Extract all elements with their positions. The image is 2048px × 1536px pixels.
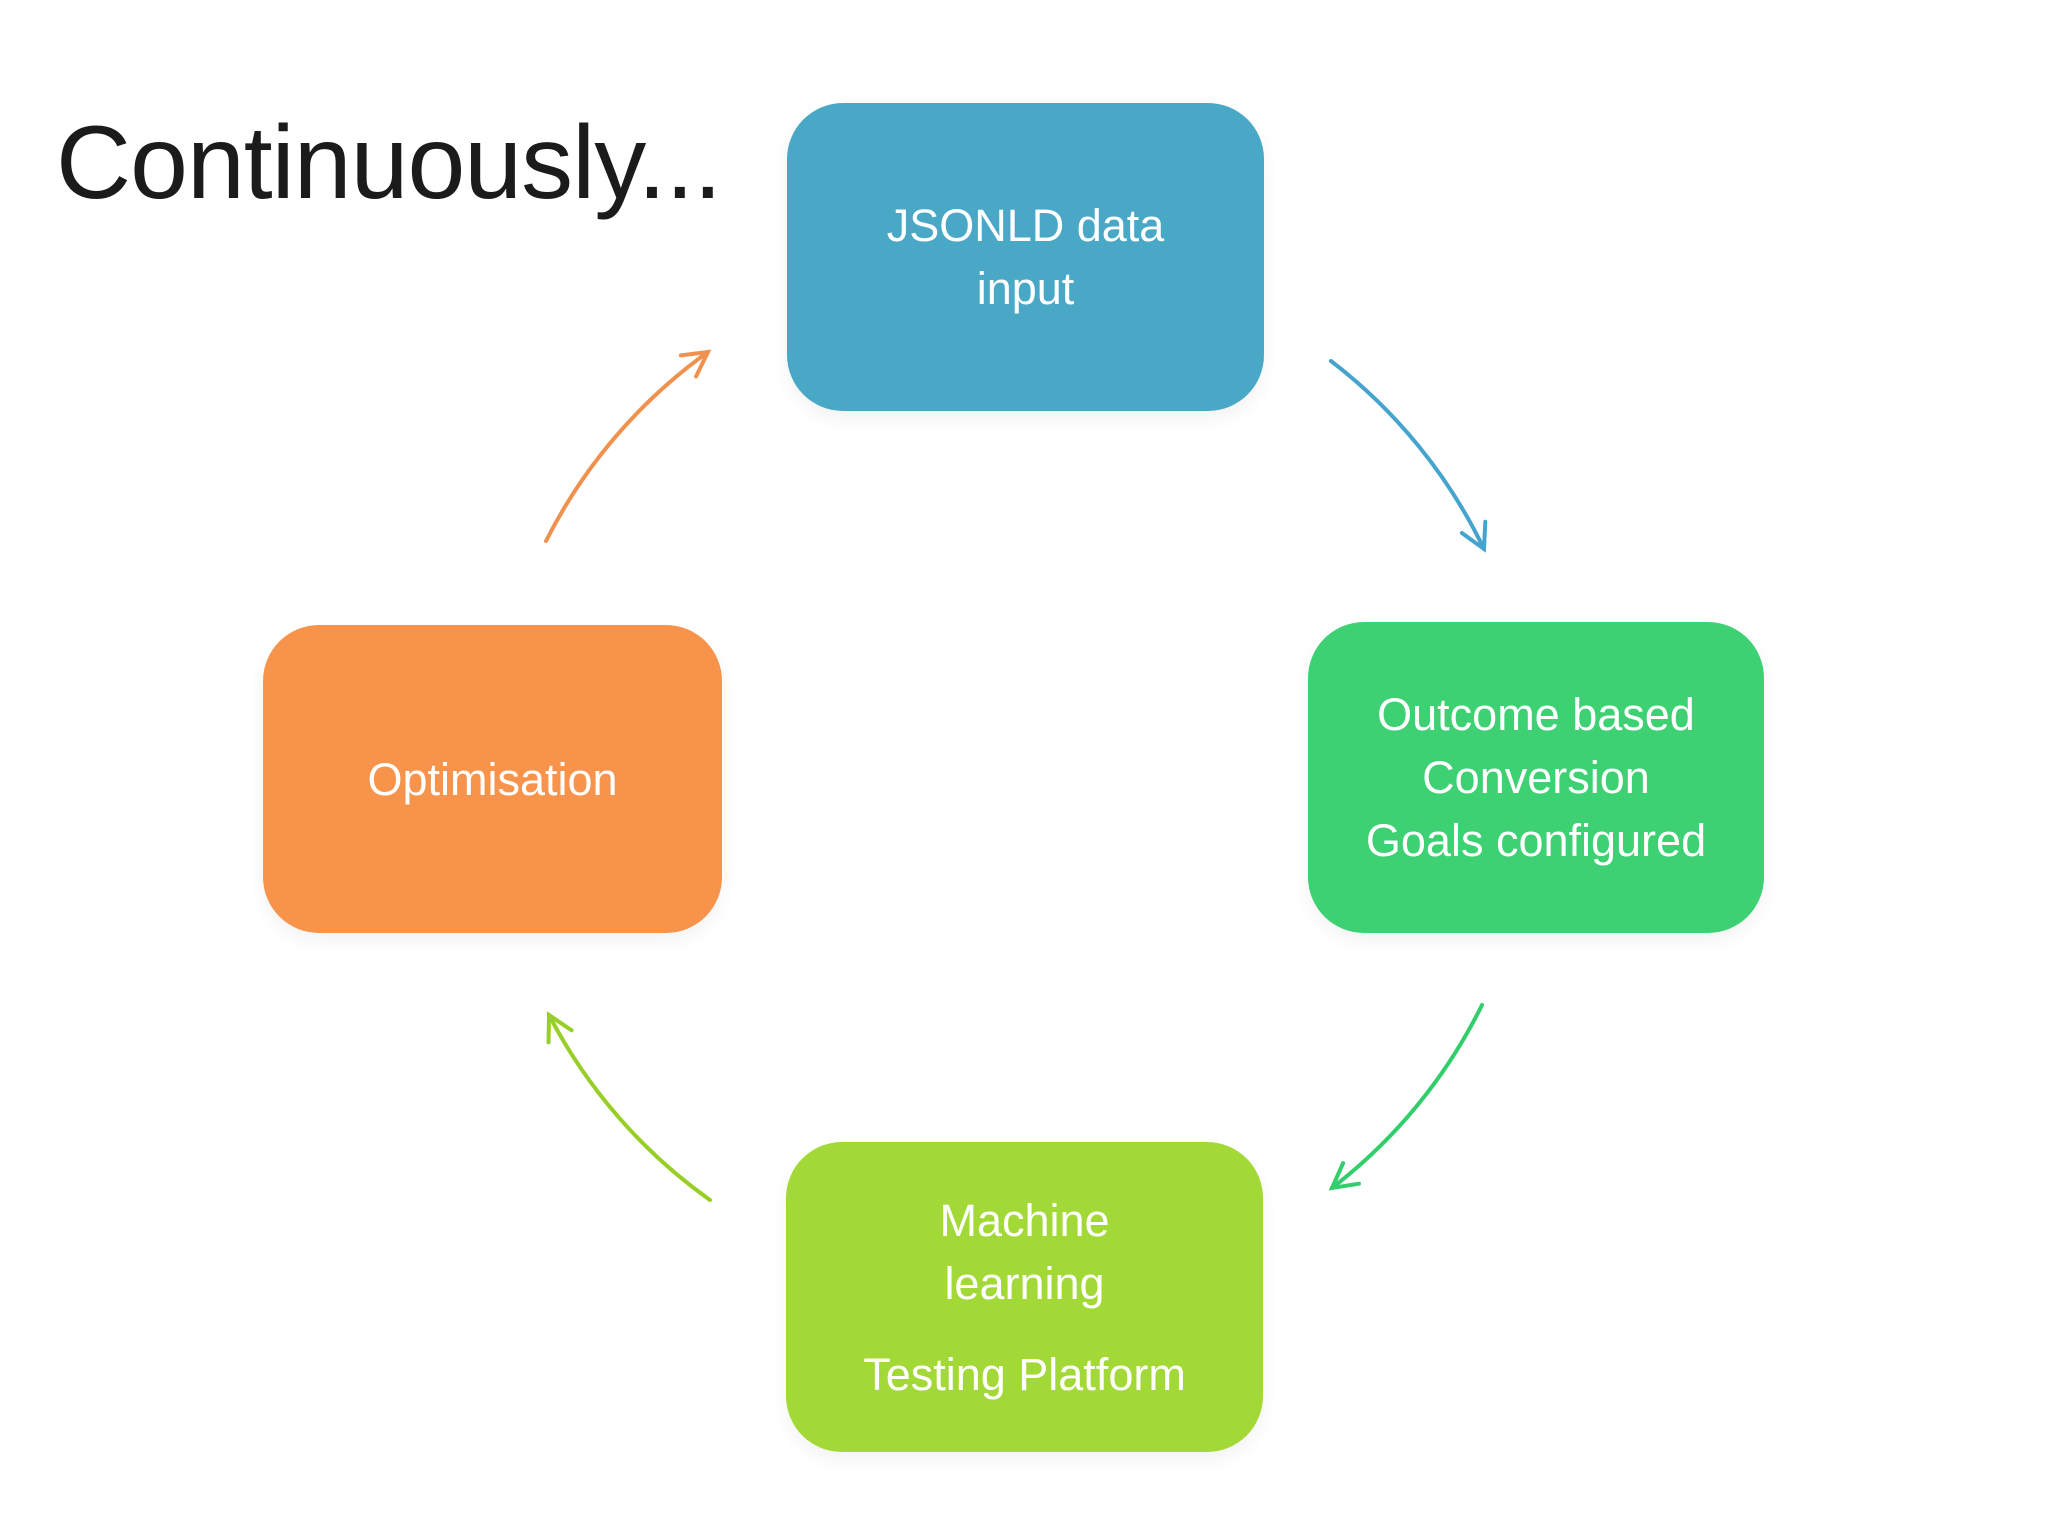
node-machine-learning-testing: Machine learning Testing Platform	[786, 1142, 1263, 1452]
arrow-input-to-goals	[1329, 359, 1488, 553]
node-label-line2: Testing Platform	[863, 1348, 1186, 1400]
arrow-goals-to-testing	[1328, 1003, 1484, 1191]
node-label: Optimisation	[367, 753, 618, 805]
node-optimisation: Optimisation	[263, 625, 722, 933]
node-label-line1: Machine learning	[939, 1194, 1110, 1309]
node-conversion-goals: Outcome based Conversion Goals configure…	[1308, 622, 1764, 933]
node-label: JSONLD data input	[886, 200, 1165, 314]
arrow-testing-to-optimise	[546, 1011, 712, 1202]
slide-title: Continuously...	[56, 105, 722, 221]
node-label: Outcome based Conversion Goals configure…	[1365, 689, 1707, 866]
node-jsonld-data-input: JSONLD data input	[787, 103, 1264, 411]
arrow-optimise-to-input	[544, 349, 712, 543]
